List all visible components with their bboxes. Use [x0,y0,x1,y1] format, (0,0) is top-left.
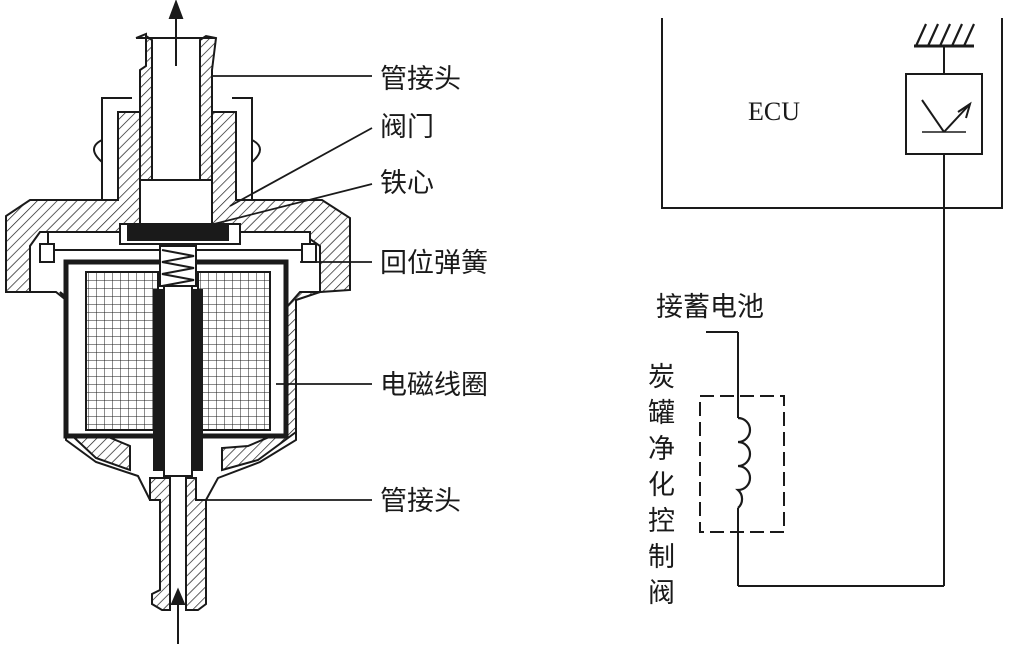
valve-vertical-label: 炭 罐 净 化 控 制 阀 [648,362,675,609]
left-labels: 管接头 阀门 铁心 回位弹簧 电磁线圈 管接头 [380,64,488,517]
transistor-switch [905,73,983,155]
valve-label-char-2: 罐 [648,398,675,429]
valve-disc [127,225,229,241]
label-connector-top: 管接头 [380,64,461,95]
control-circuit [661,18,1003,587]
ecu-box [661,18,1003,209]
ecu-label: ECU [748,97,800,126]
bottom-connector-tube [149,477,207,611]
iron-core [153,245,203,477]
leader-lines [206,75,373,501]
valve-label-char-3: 净 [648,434,675,465]
valve-label-char-5: 控 [648,506,675,537]
coil-inductor [735,416,752,509]
label-valve: 阀门 [380,112,434,143]
valve-enclosure [699,395,785,533]
label-coil: 电磁线圈 [380,370,488,401]
label-return-spring: 回位弹簧 [380,248,488,279]
valve-label-char-7: 阀 [648,578,675,609]
valve-label-char-1: 炭 [648,362,675,393]
battery-label: 接蓄电池 [656,292,764,323]
valve-cross-section [5,0,373,644]
circuit-wires [706,154,945,587]
valve-label-char-4: 化 [648,470,675,501]
side-seals [39,243,317,263]
valve-label-char-6: 制 [648,542,675,573]
ground-icon [914,23,976,74]
flow-out-arrow [168,0,184,66]
label-iron-core: 铁心 [380,168,434,199]
return-spring [161,249,195,287]
label-connector-bottom: 管接头 [380,486,461,517]
flow-in-arrow [170,587,186,644]
